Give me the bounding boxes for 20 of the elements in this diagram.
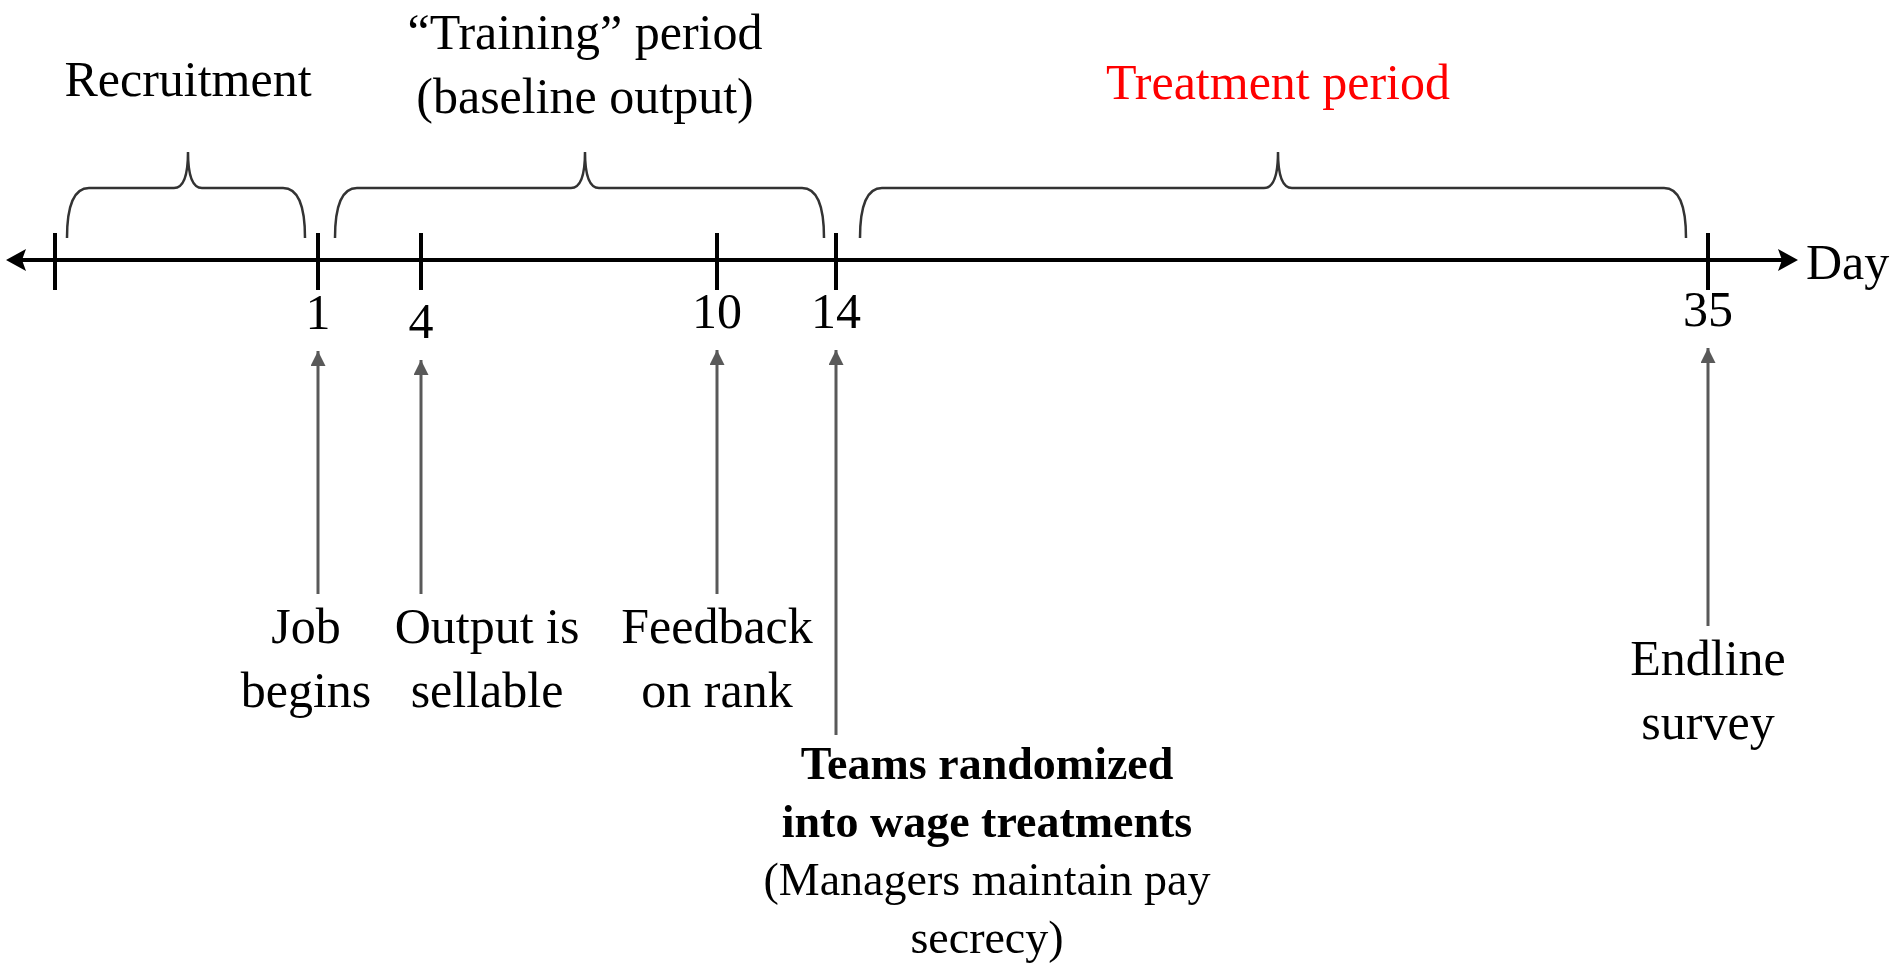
arrow [1700,348,1716,626]
period-title: Recruitment [64,50,312,109]
event-text: Output is sellable [393,597,581,720]
event-text: Endline survey [1629,629,1787,752]
day-number: 4 [408,296,434,360]
axis-label: Day [1806,233,1890,292]
arrow [310,351,326,594]
event-text: (Managers maintain pay secrecy) [762,853,1212,965]
arrow [709,350,725,594]
day-number: 14 [811,286,861,350]
event-text: Feedback on rank [620,597,814,720]
arrow [828,350,844,735]
event-text: Teams randomized into wage treatments [780,737,1194,849]
arrow [413,360,429,594]
period-title: “Training” period (baseline output) [406,3,764,126]
day-number: 1 [305,287,331,351]
day-number: 10 [692,286,742,350]
period-title: Treatment period [1106,53,1450,112]
event-text: Job begins [239,597,373,720]
day-number: 35 [1683,284,1733,348]
